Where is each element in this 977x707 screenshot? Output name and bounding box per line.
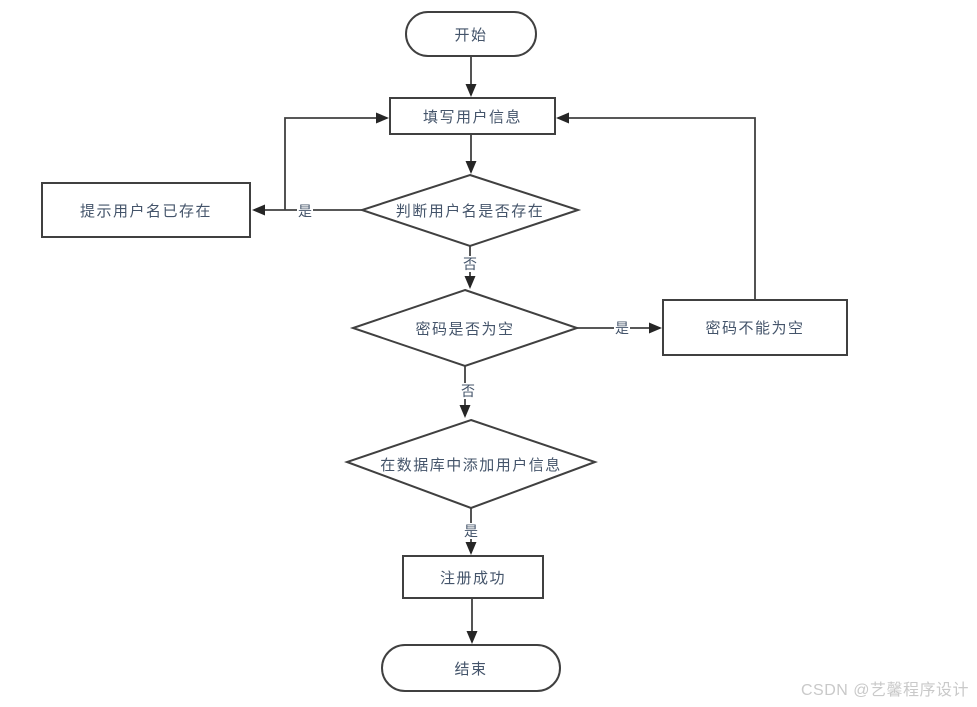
prompt-username-exists-node-shape: [41, 182, 251, 238]
end-node-shape: [381, 644, 561, 692]
check-password-empty-node-shape: [349, 288, 581, 368]
register-success-node-shape: [402, 555, 544, 599]
fill-user-info-node-shape: [389, 97, 556, 135]
edge-loopback-right-to-fill-info: [556, 112, 756, 300]
start-node-shape: [405, 11, 537, 57]
add-user-info-to-db-node-shape: [344, 418, 598, 510]
password-cannot-be-empty-node-shape: [662, 299, 848, 356]
check-username-exists-node-shape: [358, 173, 582, 248]
edge-loopback-left-to-fill-info: [284, 112, 389, 210]
